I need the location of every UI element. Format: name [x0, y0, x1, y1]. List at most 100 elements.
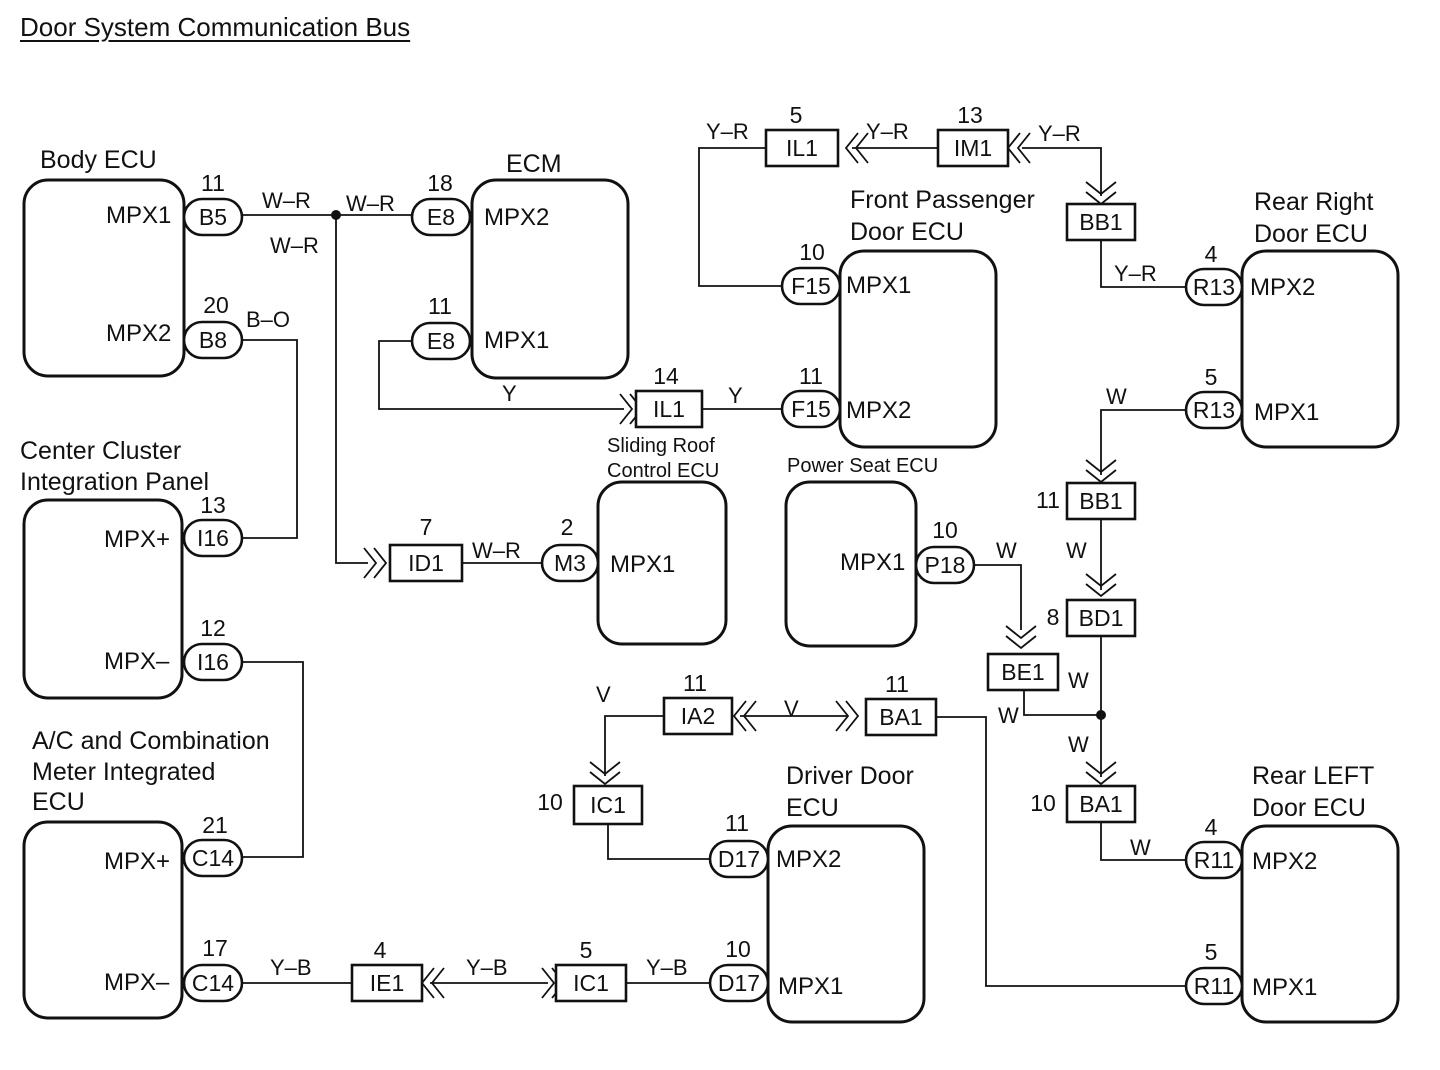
wire-p18-be1	[974, 564, 1022, 630]
pin-numbers: 11 20 18 11 13 12 21 17 7 2 14 5 13 10 1…	[200, 102, 1217, 965]
label-bb1-bottom: BB1	[1079, 488, 1122, 514]
ac-meter-ecu-box	[22, 820, 184, 1020]
driver-door-ecu-box	[766, 824, 926, 1024]
wire-ba1-r11-bottom	[936, 716, 1186, 987]
label-c14-bottom: C14	[192, 970, 234, 996]
cip-label-2: Integration Panel	[20, 468, 209, 496]
num-ic1-bottom: 5	[580, 937, 593, 963]
label-ba1-mid: BA1	[879, 704, 922, 730]
wire-label-wr-4: W–R	[472, 538, 521, 563]
body-ecu-label: Body ECU	[40, 146, 157, 174]
rl-label-2: Door ECU	[1252, 794, 1366, 822]
label-ba1-right: BA1	[1079, 791, 1122, 817]
num-bb1-bottom: 11	[1036, 487, 1060, 513]
num-c14-bottom: 17	[202, 935, 228, 961]
label-il1-mid: IL1	[653, 396, 685, 422]
pin-ac-minus: MPX–	[104, 969, 170, 996]
dd-label-1: Driver Door	[786, 762, 914, 790]
label-ie1: IE1	[370, 970, 405, 996]
connector-ic1-bottom	[554, 963, 628, 1003]
label-be1: BE1	[1001, 659, 1044, 685]
num-f15-bottom: 11	[799, 363, 823, 389]
num-r11-top: 4	[1205, 814, 1218, 840]
pill-connectors	[182, 197, 1244, 1006]
label-f15-bottom: F15	[791, 396, 831, 422]
chevron-left-icon	[844, 132, 869, 164]
label-im1: IM1	[954, 135, 992, 161]
connector-r13-bottom	[1184, 390, 1244, 430]
label-r13-top: R13	[1193, 274, 1235, 300]
connector-ba1-right	[1065, 784, 1137, 824]
wire-be1-splice	[1023, 690, 1101, 716]
wire-label-v-1: V	[596, 682, 611, 707]
connector-bd1	[1065, 598, 1137, 638]
pin-rl-mpx1: MPX1	[1252, 974, 1317, 1001]
pin-rl-mpx2: MPX2	[1252, 848, 1317, 875]
wire-label-wr-2: W–R	[346, 191, 395, 216]
wire-labels: W–R W–R W–R W–R B–O Y Y Y–R Y–R Y–R Y–R …	[246, 119, 1157, 980]
body-ecu-box	[22, 178, 186, 378]
label-r11-bottom: R11	[1194, 973, 1235, 999]
chevron-right-icon	[363, 547, 388, 579]
wire-body-cip	[242, 339, 298, 539]
label-c14-top: C14	[192, 845, 234, 871]
connector-f15-top	[780, 266, 842, 306]
wire-r13-bb1	[1100, 409, 1186, 475]
num-ba1-mid: 11	[885, 671, 909, 697]
front-passenger-door-ecu-box	[838, 249, 998, 449]
connector-ba1-mid	[864, 697, 938, 737]
pin-sr-mpx1: MPX1	[610, 551, 675, 578]
wire-label-yr-4: Y–R	[1114, 261, 1157, 286]
connector-r11-bottom	[1184, 966, 1244, 1006]
num-il1-mid: 14	[653, 363, 679, 389]
ecu-boxes	[22, 178, 1400, 1024]
rl-label-1: Rear LEFT	[1252, 762, 1374, 790]
label-id1: ID1	[408, 550, 444, 576]
wire-label-bo: B–O	[246, 307, 290, 332]
num-id1: 7	[420, 514, 433, 540]
chevrons	[363, 132, 1117, 999]
label-p18: P18	[925, 552, 966, 578]
pin-ecm-mpx1: MPX1	[484, 327, 549, 354]
label-ia2: IA2	[681, 703, 716, 729]
connector-il1-top	[764, 128, 840, 168]
num-b8: 20	[203, 292, 229, 318]
rr-label-1: Rear Right	[1254, 188, 1374, 216]
label-i16-bottom: I16	[197, 649, 229, 675]
num-ba1-right: 10	[1030, 790, 1056, 816]
label-d17-bottom: D17	[718, 970, 760, 996]
num-c14-top: 21	[202, 812, 228, 838]
num-r13-top: 4	[1205, 241, 1218, 267]
pin-dd-mpx2: MPX2	[776, 846, 841, 873]
num-b5: 11	[201, 170, 225, 196]
chevron-down-icon	[589, 761, 621, 786]
label-i16-top: I16	[197, 525, 229, 551]
ecm-label: ECM	[506, 150, 562, 178]
num-bd1: 8	[1047, 604, 1060, 630]
label-r11-top: R11	[1194, 847, 1235, 873]
connector-b8	[182, 320, 244, 360]
wire-f15-il1	[698, 147, 782, 287]
connector-r11-top	[1184, 840, 1244, 880]
wire-splice-id1	[335, 215, 368, 564]
pin-cip-plus: MPX+	[104, 526, 170, 553]
pin-ps-mpx1: MPX1	[840, 549, 905, 576]
wire-ba1-r11	[1100, 822, 1186, 861]
num-r11-bottom: 5	[1205, 939, 1218, 965]
num-ic1-top: 10	[537, 789, 563, 815]
wire-label-w-4: W	[1068, 668, 1089, 693]
ac-label-1: A/C and Combination	[32, 727, 270, 755]
ps-label: Power Seat ECU	[787, 455, 938, 477]
pin-labels: MPX1 MPX2 MPX2 MPX1 MPX+ MPX– MPX+ MPX– …	[104, 202, 1319, 1001]
chevron-right-icon	[835, 700, 860, 732]
dd-label-2: ECU	[786, 794, 839, 822]
wire-label-w-5: W	[998, 703, 1019, 728]
label-m3: M3	[554, 550, 586, 576]
sr-label-2: Control ECU	[607, 460, 719, 482]
wire-label-w-3: W	[996, 538, 1017, 563]
wire-label-wr-3: W–R	[270, 233, 319, 258]
rear-right-door-ecu-box	[1240, 249, 1400, 449]
ac-label-2: Meter Integrated	[32, 758, 215, 786]
connector-il1-mid	[634, 389, 704, 429]
